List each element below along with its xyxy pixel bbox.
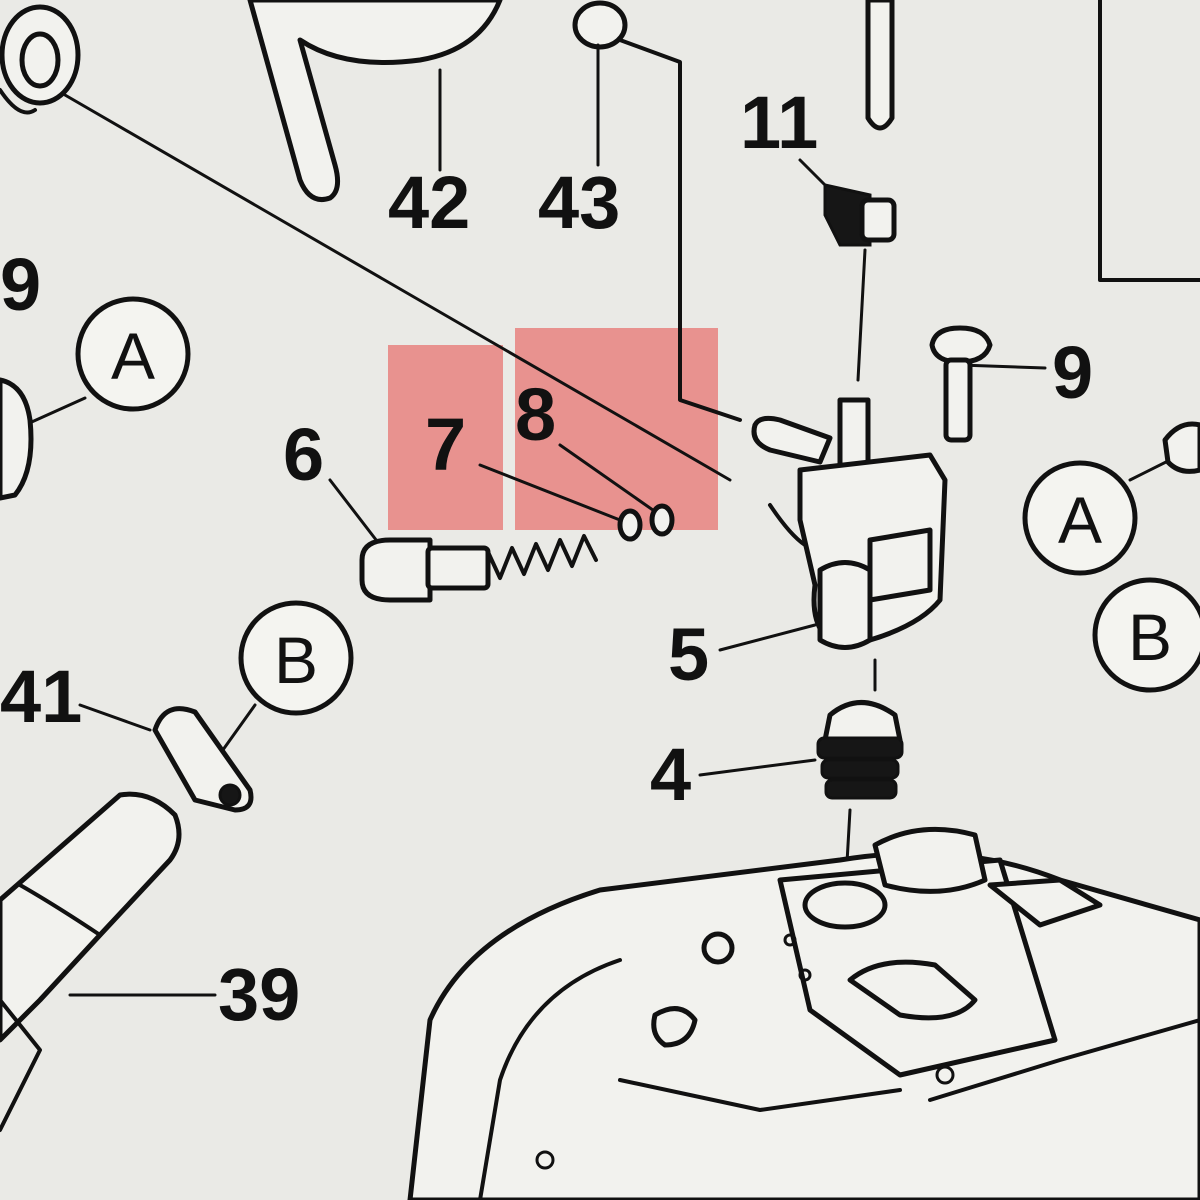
ref-marker-b-left: B xyxy=(238,600,354,716)
part-9-bolt xyxy=(929,325,993,443)
frame-outline xyxy=(1098,0,1200,282)
leader-7 xyxy=(478,463,627,524)
leader-41 xyxy=(78,703,152,732)
callout-4: 4 xyxy=(650,733,691,816)
top-left-fitting xyxy=(0,4,81,115)
part-4-plug xyxy=(816,700,904,800)
leader-5 xyxy=(718,623,817,652)
callout-42: 42 xyxy=(388,161,470,244)
callout-39: 39 xyxy=(218,953,300,1036)
leader-4 xyxy=(698,758,817,777)
part-7-8-small-rings xyxy=(617,503,675,542)
leader-11-axis xyxy=(856,248,867,382)
ref-letter-a-right: A xyxy=(1058,483,1102,557)
leader-a-right xyxy=(1128,458,1172,482)
ref-marker-a-left: A xyxy=(75,296,191,412)
leader-6 xyxy=(328,478,382,547)
ref-marker-a-right: A xyxy=(1022,460,1138,576)
valve-body-assembly xyxy=(751,397,948,650)
leader-9-right xyxy=(958,363,1047,370)
callout-11: 11 xyxy=(740,81,818,164)
callout-9-left: 9 xyxy=(0,243,41,326)
ref-letter-b-left: B xyxy=(274,623,318,697)
callout-6: 6 xyxy=(283,413,324,496)
callout-41: 41 xyxy=(0,655,82,738)
ref-letter-b-right: B xyxy=(1128,600,1172,674)
callout-5: 5 xyxy=(668,613,709,696)
left-fitting xyxy=(0,377,34,501)
callout-8: 8 xyxy=(515,373,556,456)
callout-43: 43 xyxy=(538,161,620,244)
right-fitting xyxy=(1162,421,1200,474)
callout-7: 7 xyxy=(425,403,466,486)
lever-bracket xyxy=(247,0,503,202)
part-39-cylinder xyxy=(0,791,182,1132)
highlight-box-7 xyxy=(388,345,503,530)
part-41-clip xyxy=(152,706,254,813)
part-11-connector xyxy=(823,183,897,247)
highlight-box-8 xyxy=(515,328,718,530)
fitting-43 xyxy=(572,0,742,422)
base-housing xyxy=(407,826,1200,1200)
vertical-rod xyxy=(865,0,895,131)
callout-9-right: 9 xyxy=(1052,331,1093,414)
leader-a-left xyxy=(23,396,87,427)
ref-letter-a-left: A xyxy=(111,319,155,393)
leader-8 xyxy=(558,443,662,517)
leader-diagonal xyxy=(63,93,732,482)
part-6-screw xyxy=(359,534,598,603)
ref-marker-b-right: B xyxy=(1092,577,1200,693)
